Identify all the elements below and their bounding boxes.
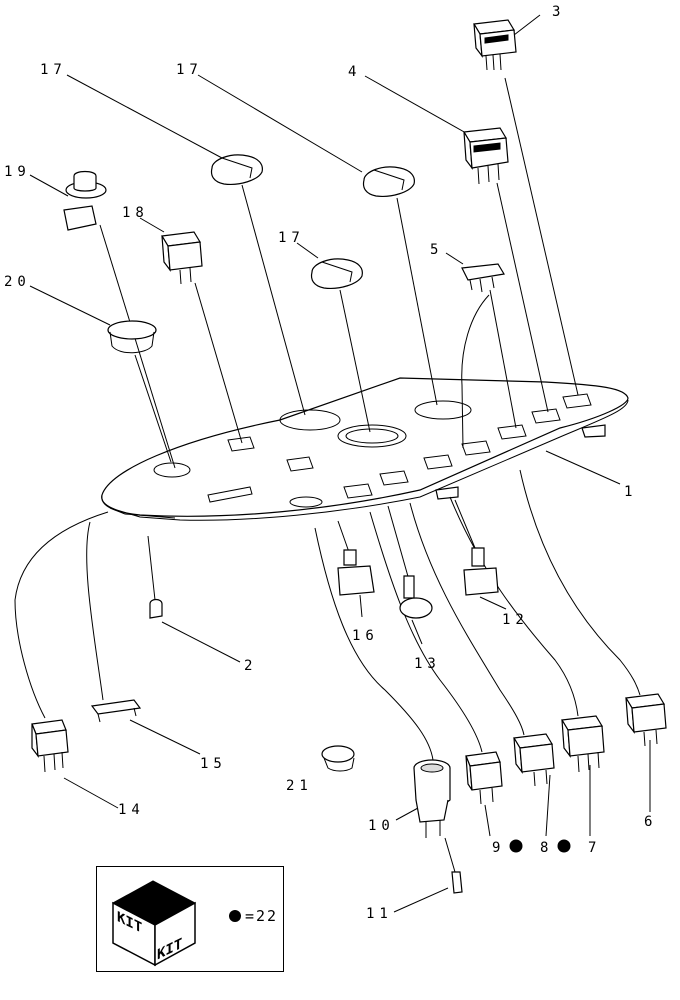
rocker-switch-part-7 [561, 715, 605, 773]
callout-20: 20 [4, 274, 31, 290]
dashboard-panel [101, 377, 629, 521]
kit-bullet-icon [229, 910, 241, 922]
callout-17: 17 [40, 62, 67, 78]
bulb-part-11 [451, 871, 463, 894]
callout-1: 1 [624, 484, 632, 500]
kit-legend-label: =22 [229, 907, 278, 925]
kit-bullet-marker [509, 839, 523, 853]
callout-5: 5 [430, 242, 438, 258]
bracket-part-15 [90, 699, 142, 723]
plug-part-21 [321, 745, 355, 772]
rotary-switch-part-16 [337, 549, 375, 596]
rocker-switch-part-8 [513, 733, 555, 787]
callout-12: 12 [502, 612, 529, 628]
callout-17: 17 [176, 62, 203, 78]
callout-6: 6 [644, 814, 652, 830]
callout-15: 15 [200, 756, 227, 772]
callout-16: 16 [352, 628, 379, 644]
callout-3: 3 [552, 4, 560, 20]
callout-2: 2 [244, 658, 252, 674]
pushbutton-part-19 [63, 170, 107, 231]
rocker-switch-part-6 [625, 693, 667, 747]
clip-part-2 [149, 598, 163, 619]
knob-part-17-right [362, 166, 415, 197]
callout-19: 19 [4, 164, 31, 180]
callout-14: 14 [118, 802, 145, 818]
callout-labels: 3 4 17 17 17 19 18 20 5 1 12 16 13 2 15 … [4, 4, 652, 922]
ignition-switch-part-10 [413, 759, 451, 838]
knob-part-17-center [310, 258, 363, 289]
callout-8: 8 [540, 840, 548, 856]
callout-17: 17 [278, 230, 305, 246]
rotary-switch-part-12 [463, 547, 499, 596]
callout-7: 7 [588, 840, 596, 856]
kit-legend-value: =22 [245, 907, 279, 925]
kit-bullet-marker [557, 839, 571, 853]
plug-part-20 [107, 320, 157, 354]
rocker-switch-part-14 [31, 719, 69, 773]
kit-legend-box: KIT KIT =22 [96, 866, 284, 972]
callout-18: 18 [122, 205, 149, 221]
knob-part-17-left [210, 154, 263, 185]
rocker-switch-part-9 [465, 751, 503, 805]
callout-13: 13 [414, 656, 441, 672]
kit-cube-icon: KIT KIT [111, 880, 197, 967]
rocker-switch-part-18 [161, 231, 203, 285]
callout-10: 10 [368, 818, 395, 834]
rocker-switch-part-3 [473, 19, 517, 71]
callout-9: 9 [492, 840, 500, 856]
cap-part-5 [461, 263, 505, 293]
rocker-switch-part-4 [463, 127, 509, 185]
callout-21: 21 [286, 778, 313, 794]
callout-11: 11 [366, 906, 393, 922]
leader-lines [14, 14, 651, 913]
callout-4: 4 [348, 64, 356, 80]
rotary-switch-part-13 [399, 575, 433, 619]
